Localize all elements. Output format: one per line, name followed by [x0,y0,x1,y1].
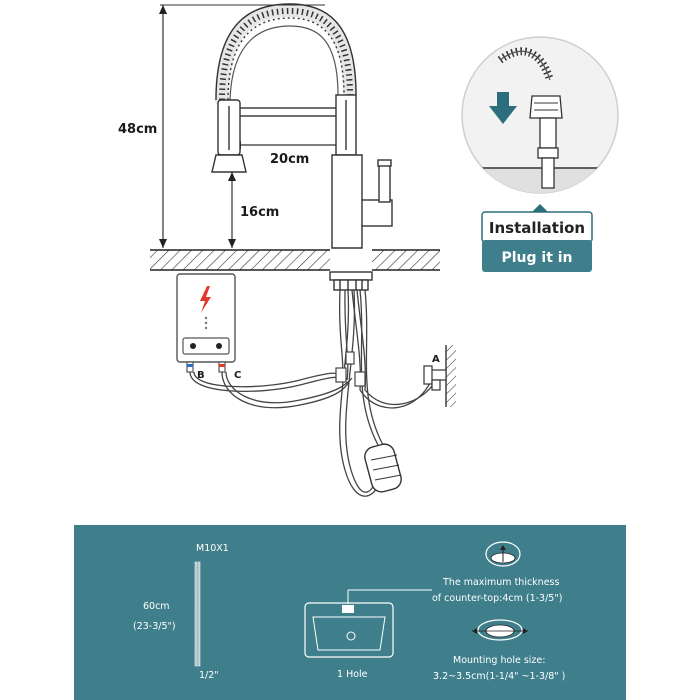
hole-label: 1 Hole [337,669,368,680]
arrow-down-icon [489,92,517,124]
hose-weight [364,443,402,493]
inlet-c-label: C [234,370,241,381]
thickness-icon [485,541,521,567]
sink-hole-spec: 1 Hole [304,589,432,680]
water-heater: B C [176,273,241,381]
thickness-line2: of counter-top:4cm (1-3/5") [432,593,562,604]
installation-subtitle: Plug it in [501,250,572,266]
inlet-a-label: A [432,354,440,365]
thickness-line1: The maximum thickness [442,577,559,588]
hole-size-line1: Mounting hole size: [453,655,545,666]
lightning-icon [200,286,211,313]
hose-spec: M10X1 60cm (23-3/5") 1/2" [133,543,229,681]
hose-thread-label: M10X1 [196,543,229,554]
hose-connectors [335,351,366,387]
faucet [211,2,393,249]
mounting-hole-icon [472,619,528,641]
hose-fitting-label: 1/2" [199,670,219,681]
reach-dimension: 20cm [232,141,345,167]
spout-height-label: 16cm [240,205,279,220]
installation-title: Installation [489,219,585,237]
reach-label: 20cm [270,152,309,167]
spout-height-dimension: 16cm [228,172,279,248]
wall-valve: A [423,345,456,407]
height-total-label: 48cm [118,122,157,137]
installation-label-block: Installation Plug it in [481,204,593,272]
mounting-nut [329,271,373,291]
spec-panel: M10X1 60cm (23-3/5") 1/2" 1 Hole The max… [74,525,626,700]
countertop [150,248,440,272]
hose-length-inch-label: (23-3/5") [133,621,176,632]
inlet-b-label: B [197,370,205,381]
hose-length-label: 60cm [143,601,170,612]
hole-size-line2: 3.2~3.5cm(1-1/4" ~1-3/8" ) [433,671,565,682]
installation-inset [461,36,619,194]
height-dimension: 48cm [118,4,325,248]
